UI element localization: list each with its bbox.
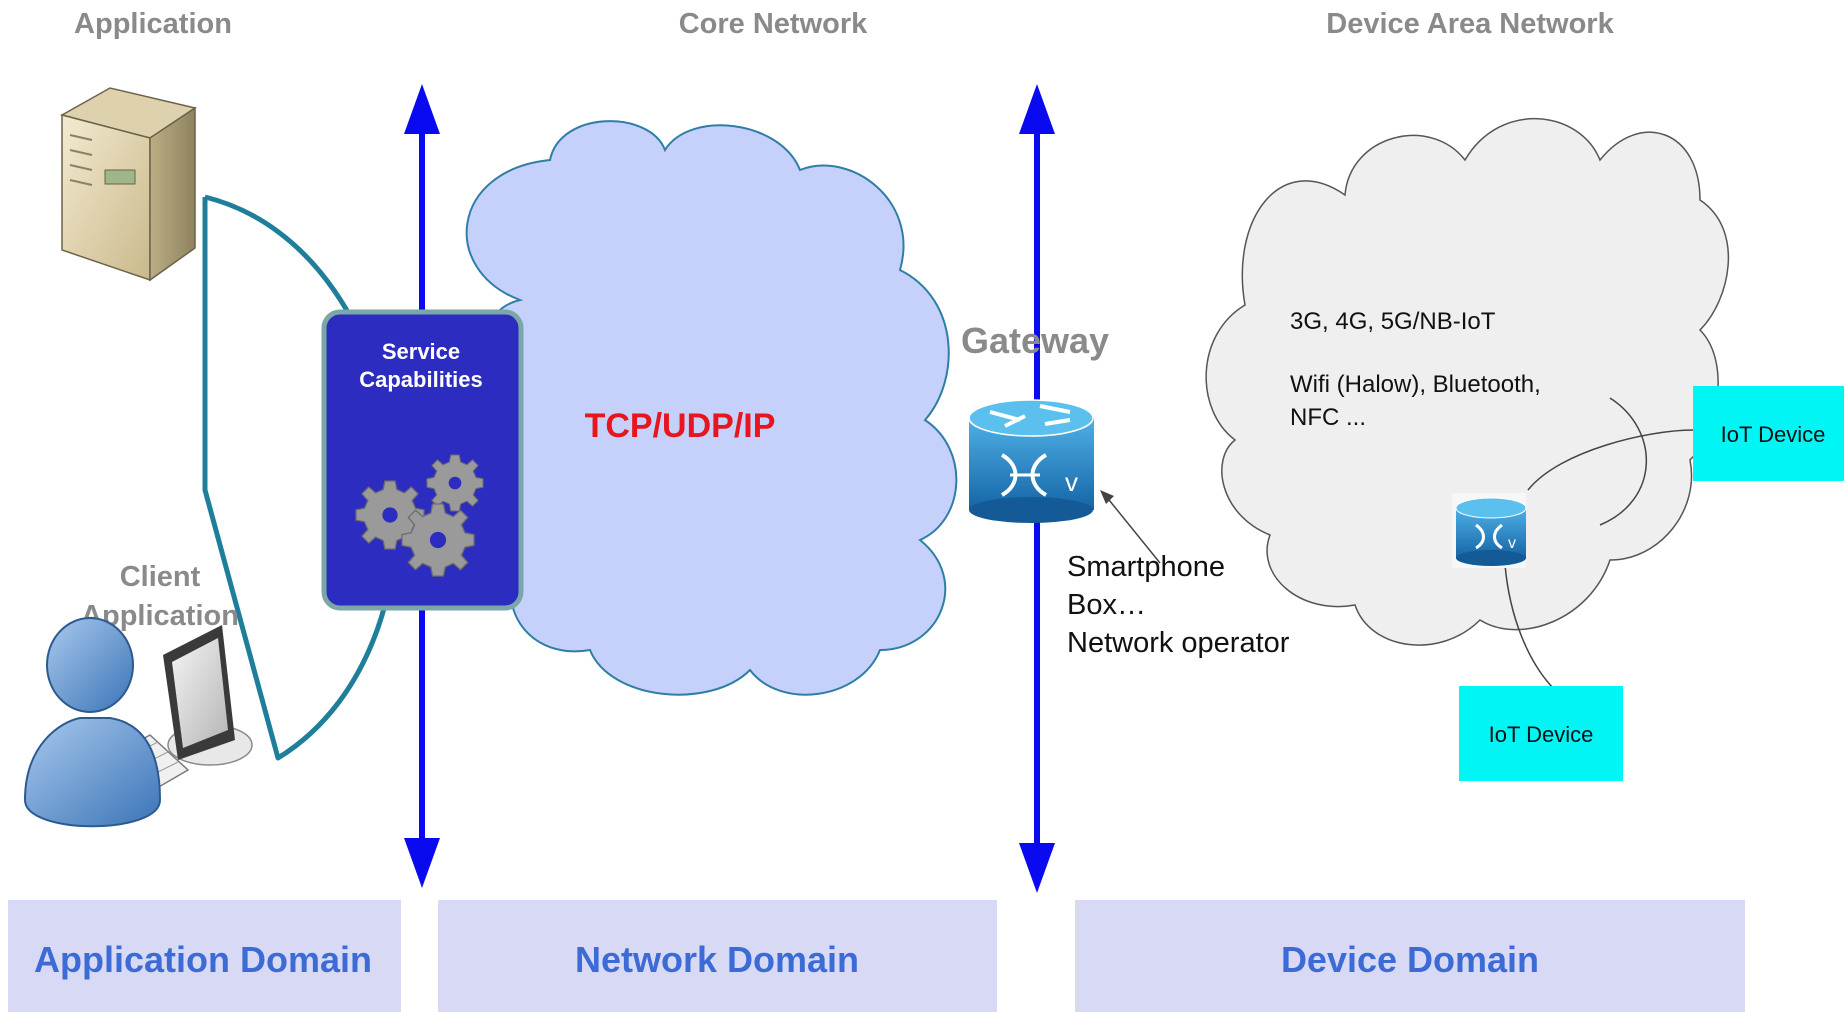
server-icon [60,87,197,282]
device-domain-box [1075,900,1745,1012]
application-domain-label: Application Domain [34,939,372,980]
iot-device-label-right: IoT Device [1721,422,1826,447]
device-connection-line-right [1527,429,1694,491]
device-technologies-line1: 3G, 4G, 5G/NB-IoT [1290,308,1496,335]
device-connection-line-upper [1599,397,1647,526]
header-core-network: Core Network [679,8,868,40]
svg-text:v: v [1508,535,1516,552]
service-capabilities-label-line2: Capabilities [359,367,482,392]
device-technologies-line2: Wifi (Halow), Bluetooth, [1290,371,1541,398]
network-domain-box [438,900,997,1012]
router-icon: v [968,399,1094,523]
header-device-area-network: Device Area Network [1326,8,1614,40]
router-icon-small: v [1452,493,1527,568]
client-application-label-line1: Client [120,561,201,593]
gateway-pointer-line [1104,494,1161,564]
gateway-example-smartphone: Smartphone [1067,551,1225,583]
device-technologies-line3: NFC ... [1290,404,1366,431]
core-protocol-label: TCP/UDP/IP [585,407,776,445]
iot-device-box-bottom [1459,686,1623,781]
header-application: Application [74,8,232,40]
svg-text:v: v [1065,467,1078,497]
device-domain-label: Device Domain [1281,939,1539,980]
service-capabilities-label-line1: Service [382,339,460,364]
device-connection-line-lower [1504,564,1556,691]
gateway-example-box: Box… [1067,589,1146,621]
gateway-pointer-arrowhead [1100,490,1114,504]
network-domain-label: Network Domain [575,939,859,980]
gateway-example-network-operator: Network operator [1067,627,1290,659]
iot-device-box-right [1693,386,1844,481]
monitor-icon [163,625,253,766]
application-domain-box [8,900,401,1012]
iot-device-label-bottom: IoT Device [1489,722,1594,747]
user-icon [23,617,162,828]
gateway-label: Gateway [961,320,1109,361]
